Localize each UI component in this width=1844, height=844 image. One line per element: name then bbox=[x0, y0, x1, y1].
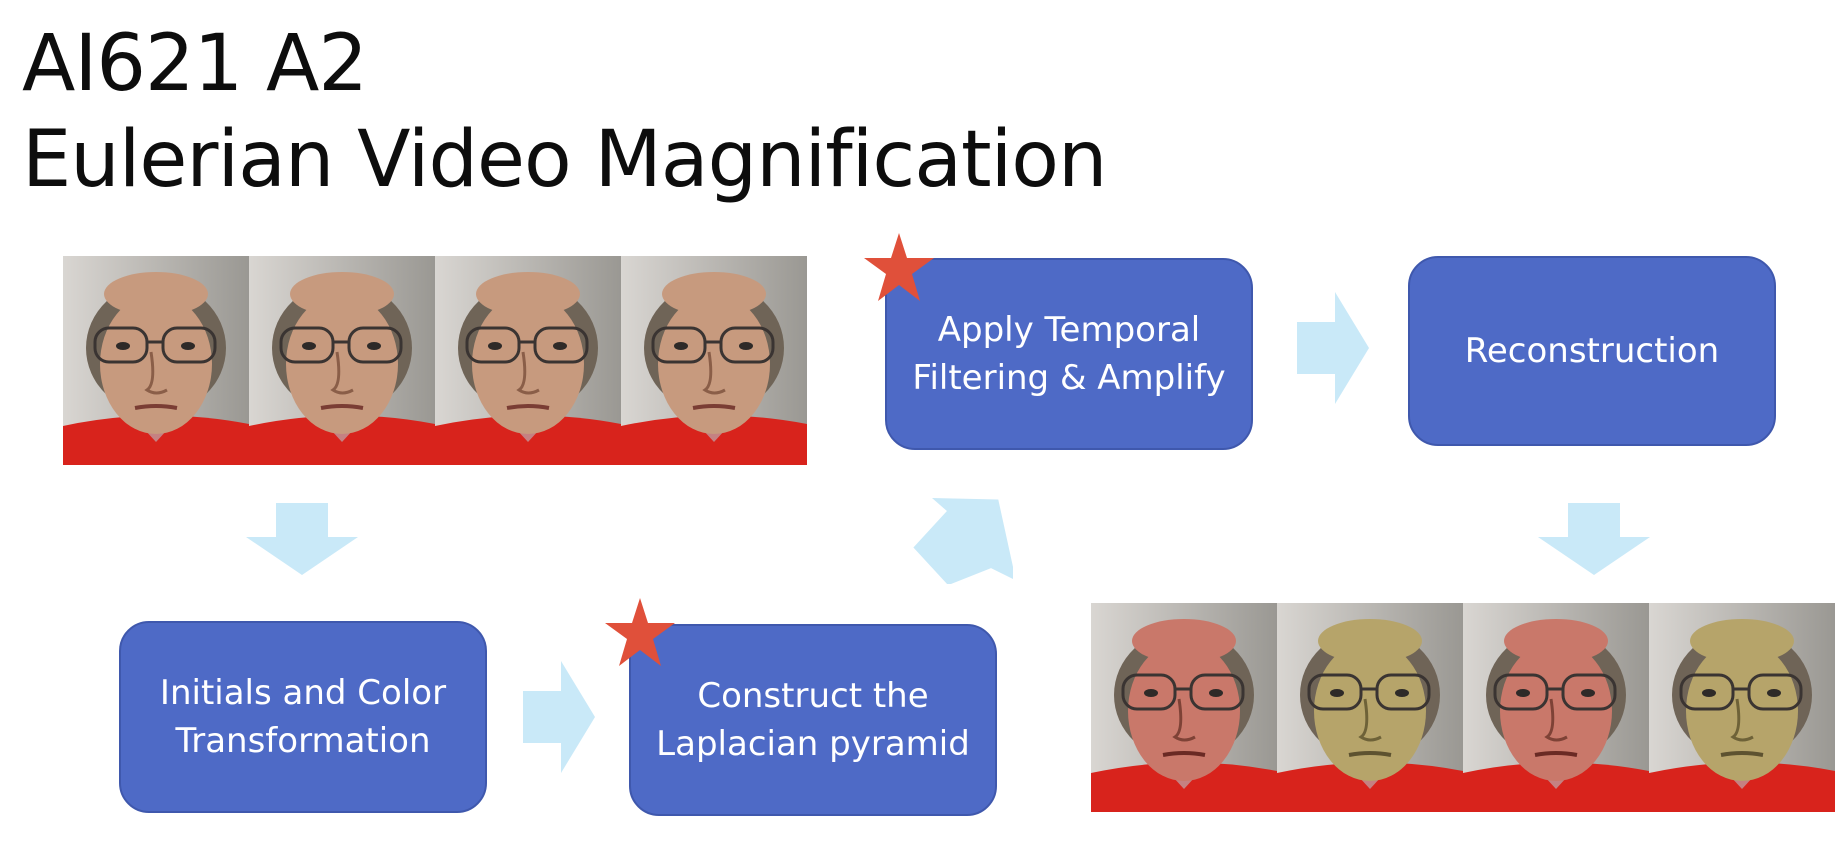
step-laplacian-label: Construct the Laplacian pyramid bbox=[656, 676, 970, 764]
step-temporal-label: Apply Temporal Filtering & Amplify bbox=[912, 310, 1226, 398]
input-frames bbox=[63, 256, 807, 465]
input-frame bbox=[435, 256, 621, 465]
title-line-1: AI621 A2 bbox=[22, 19, 368, 109]
step-reconstruction-label: Reconstruction bbox=[1464, 331, 1720, 371]
arrow-down-icon bbox=[246, 503, 358, 575]
step-construct-laplacian-pyramid: Construct the Laplacian pyramid bbox=[629, 624, 997, 816]
star-icon bbox=[864, 233, 934, 301]
input-frame bbox=[249, 256, 435, 465]
output-frame-red bbox=[1463, 603, 1649, 812]
step-reconstruction: Reconstruction bbox=[1408, 256, 1776, 446]
star-icon bbox=[605, 598, 675, 666]
step-initials-color-transformation: Initials and Color Transformation bbox=[119, 621, 487, 813]
input-frame bbox=[63, 256, 249, 465]
title-line-2: Eulerian Video Magnification bbox=[22, 115, 1107, 205]
input-frame bbox=[621, 256, 807, 465]
output-frame-yellow bbox=[1277, 603, 1463, 812]
slide-title: AI621 A2 Eulerian Video Magnification bbox=[22, 16, 1107, 208]
step-temporal-filtering-amplify: Apply Temporal Filtering & Amplify bbox=[885, 258, 1253, 450]
output-frame-yellow bbox=[1649, 603, 1835, 812]
output-frame-red bbox=[1091, 603, 1277, 812]
arrow-up-right-icon bbox=[913, 498, 1013, 584]
arrow-right-icon bbox=[1297, 292, 1369, 404]
output-frames bbox=[1091, 603, 1835, 812]
arrow-right-icon bbox=[523, 661, 595, 773]
arrow-down-icon bbox=[1538, 503, 1650, 575]
step-initials-label: Initials and Color Transformation bbox=[159, 673, 447, 761]
